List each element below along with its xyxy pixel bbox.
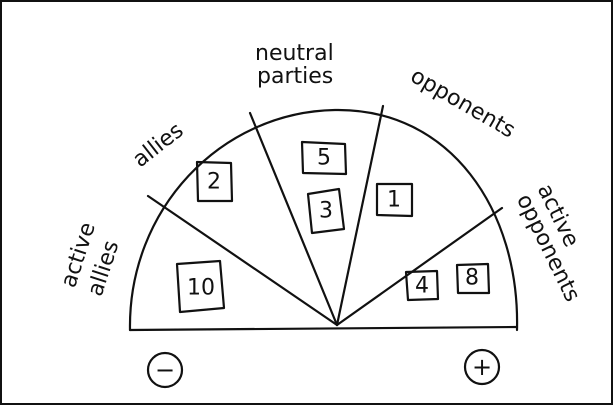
box-3: 3 [306, 187, 346, 235]
box-10: 10 [175, 259, 226, 314]
label-neutral-parties: neutral parties [255, 41, 334, 89]
plus-icon: + [472, 353, 492, 381]
value-8: 8 [465, 266, 479, 291]
value-10: 10 [187, 276, 215, 301]
value-1: 1 [387, 188, 401, 213]
base-line [128, 325, 519, 332]
value-2: 2 [207, 170, 221, 195]
box-2: 2 [195, 160, 234, 203]
label-neutral-line2: parties [257, 64, 333, 89]
box-1: 1 [375, 182, 414, 218]
divider-3 [335, 104, 385, 327]
divider-4 [335, 206, 504, 327]
plus-circle [463, 348, 501, 386]
divider-1 [146, 194, 339, 327]
minus-circle [146, 351, 184, 389]
minus-icon: − [155, 356, 175, 384]
label-neutral-line1: neutral [255, 41, 334, 66]
value-5: 5 [317, 146, 331, 171]
value-3: 3 [319, 199, 333, 224]
divider-2 [248, 111, 339, 327]
minus-marker: − [146, 351, 184, 389]
value-4: 4 [415, 274, 429, 299]
semicircle-outline [128, 108, 519, 332]
box-4: 4 [404, 269, 440, 302]
label-active-opponents: active opponents [511, 180, 584, 306]
box-8: 8 [455, 262, 491, 295]
label-allies-text: allies [128, 118, 188, 173]
label-active-allies: active allies [56, 219, 124, 299]
label-allies: allies [128, 118, 188, 173]
plus-marker: + [463, 348, 501, 386]
box-5: 5 [300, 140, 348, 176]
